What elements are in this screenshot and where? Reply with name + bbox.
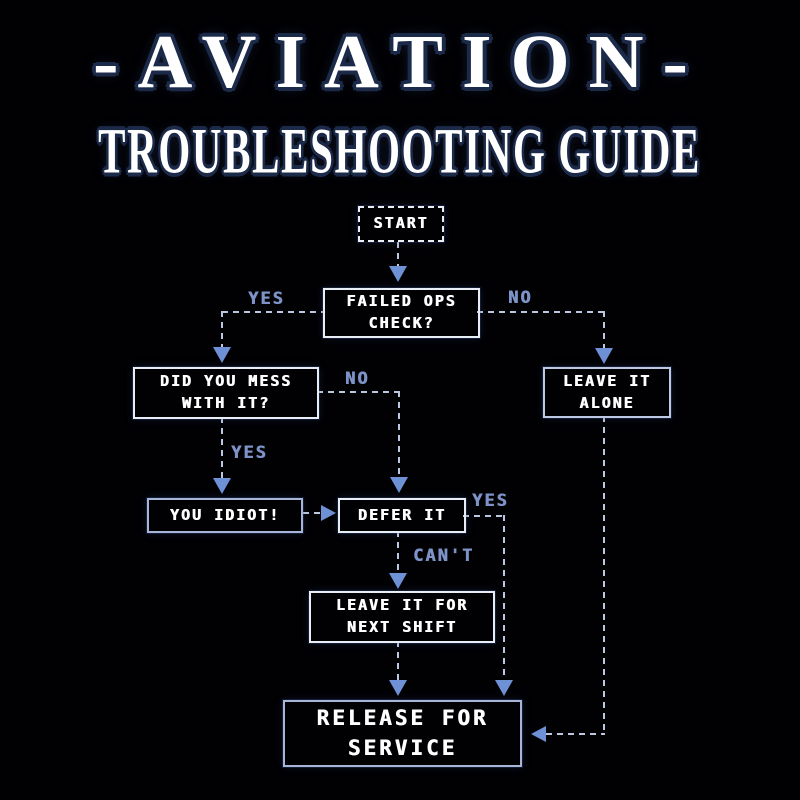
arrowhead-into-defer-it xyxy=(390,477,408,493)
connector-failed-yes-horizontal xyxy=(222,311,323,313)
arrowhead-into-next-shift xyxy=(389,573,407,589)
node-did-you-mess-label: DID YOU MESS WITH IT? xyxy=(159,372,293,412)
arrowhead-into-failed-ops xyxy=(389,266,407,282)
edge-label-failed-yes: YES xyxy=(248,289,285,309)
connector-idiot-to-defer xyxy=(303,512,321,514)
node-leave-for-next-shift-label: LEAVE IT FOR NEXT SHIFT xyxy=(335,596,469,636)
connector-mess-no-vertical xyxy=(398,391,400,477)
edge-label-defer-cant: CAN'T xyxy=(413,546,475,566)
arrowhead-into-you-idiot xyxy=(213,478,231,494)
node-leave-it-alone: LEAVE IT ALONE xyxy=(543,367,671,418)
connector-start-down xyxy=(397,242,399,266)
node-failed-ops-check-label: FAILED OPS CHECK? xyxy=(346,292,457,332)
arrowhead-into-release-from-alone xyxy=(531,726,546,742)
connector-mess-yes-vertical xyxy=(221,417,223,478)
edge-label-mess-no: NO xyxy=(345,369,370,389)
node-leave-for-next-shift: LEAVE IT FOR NEXT SHIFT xyxy=(309,591,495,643)
node-defer-it-label: DEFER IT xyxy=(357,505,447,524)
node-defer-it: DEFER IT xyxy=(338,498,466,533)
node-did-you-mess: DID YOU MESS WITH IT? xyxy=(133,367,319,419)
arrowhead-into-release-from-defer xyxy=(495,680,513,696)
connector-defer-cant-vertical xyxy=(397,531,399,573)
connector-failed-no-horizontal xyxy=(477,311,605,313)
node-failed-ops-check: FAILED OPS CHECK? xyxy=(323,288,480,338)
connector-next-shift-down xyxy=(397,641,399,680)
node-release-for-service-label: RELEASE FOR SERVICE xyxy=(316,706,489,760)
connector-alone-down xyxy=(603,416,605,734)
node-release-for-service: RELEASE FOR SERVICE xyxy=(283,700,522,767)
edge-label-failed-no: NO xyxy=(508,288,533,308)
edge-label-mess-yes: YES xyxy=(231,443,268,463)
arrowhead-into-did-you-mess xyxy=(213,347,231,363)
arrowhead-into-release-from-next-shift xyxy=(389,680,407,696)
arrowhead-into-leave-it-alone xyxy=(595,348,613,364)
connector-defer-yes-horizontal xyxy=(463,515,505,517)
connector-defer-yes-vertical xyxy=(503,515,505,680)
node-leave-it-alone-label: LEAVE IT ALONE xyxy=(562,371,652,412)
connector-mess-no-horizontal xyxy=(317,391,400,393)
connector-alone-horizontal xyxy=(546,733,605,735)
node-start: START xyxy=(358,206,444,242)
poster-title: -AVIATION- xyxy=(93,20,707,104)
poster-subtitle: TROUBLESHOOTING GUIDE xyxy=(98,114,702,187)
poster-subtitle-wrap: TROUBLESHOOTING GUIDE xyxy=(0,118,800,183)
node-you-idiot-label: YOU IDIOT! xyxy=(169,505,281,524)
connector-failed-yes-vertical xyxy=(221,311,223,347)
node-you-idiot: YOU IDIOT! xyxy=(147,498,303,533)
node-start-label: START xyxy=(373,214,429,233)
edge-label-defer-yes: YES xyxy=(472,491,509,511)
connector-failed-no-vertical xyxy=(603,311,605,348)
arrowhead-into-defer-from-idiot xyxy=(321,505,336,521)
